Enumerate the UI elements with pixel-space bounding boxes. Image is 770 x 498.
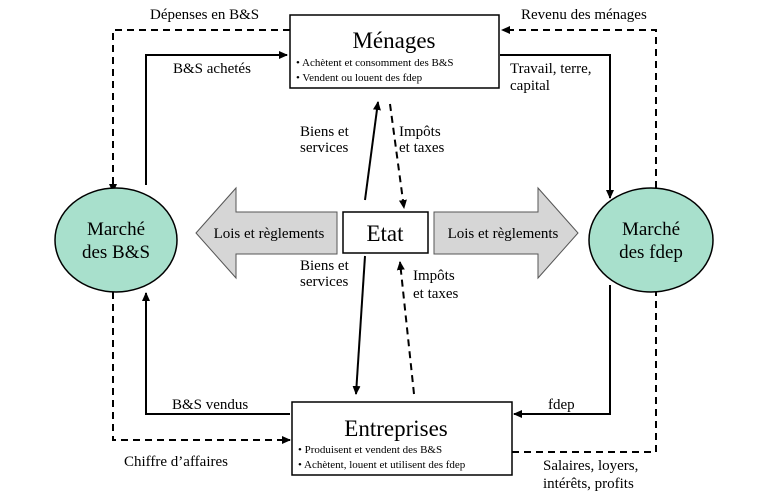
label-revenu: Revenu des ménages: [521, 7, 647, 23]
menages-bullet-1: • Achètent et consomment des B&S: [296, 57, 454, 69]
lois-arrow-right-label: Lois et règlements: [448, 226, 559, 242]
label-chiffre: Chiffre d’affaires: [124, 454, 228, 470]
marche-bs-oval: [54, 187, 178, 293]
label-travail-2: capital: [510, 78, 550, 94]
entreprises-box: [291, 401, 513, 476]
label-fdep: fdep: [548, 397, 575, 413]
label-biens-top-1: Biens et: [300, 124, 350, 140]
label-impots-bottom-2: et taxes: [413, 286, 459, 302]
lois-arrow-left-shape: [195, 186, 338, 280]
label-bs-achetes: B&S achetés: [173, 61, 251, 77]
menages-bullet-2: • Vendent ou louent des fdep: [296, 72, 423, 84]
flow-bs-vendus-line: [142, 292, 290, 415]
flow-salaires-line: [512, 279, 660, 453]
lois-arrow-left-label: Lois et règlements: [214, 226, 325, 242]
flow-travail-line: [500, 54, 614, 199]
label-impots-top-1: Impôts: [399, 124, 441, 140]
marche-bs-line2: des B&S: [82, 242, 150, 263]
marche-fdep-line1: Marché: [622, 219, 680, 240]
flow-revenu-line: [501, 26, 657, 200]
marche-fdep-line2: des fdep: [619, 242, 683, 263]
arrow-menages-to-etat: [389, 103, 407, 209]
arrow-etat-to-menages: [364, 101, 381, 201]
marche-bs-line1: Marché: [87, 219, 145, 240]
flow-chiffre-line: [112, 292, 291, 444]
label-bs-vendus: B&S vendus: [172, 397, 248, 413]
menages-title: Ménages: [352, 28, 435, 53]
marche-fdep-oval: [588, 187, 714, 293]
flow-bs-achetes-line: [145, 51, 288, 185]
label-biens-top-2: services: [300, 140, 348, 156]
etat-title: Etat: [366, 221, 404, 246]
entreprises-bullet-1: • Produisent et vendent des B&S: [298, 444, 442, 456]
arrow-etat-to-entreprises: [352, 255, 366, 395]
label-depenses: Dépenses en B&S: [150, 7, 259, 23]
menages-box: [289, 14, 500, 89]
label-impots-bottom-1: Impôts: [413, 268, 455, 284]
label-salaires-2: intérêts, profits: [543, 476, 634, 492]
entreprises-bullet-2: • Achètent, louent et utilisent des fdep: [298, 459, 466, 471]
entreprises-title: Entreprises: [344, 416, 448, 441]
label-biens-bottom-2: services: [300, 274, 348, 290]
label-travail-1: Travail, terre,: [510, 61, 592, 77]
flow-fdep-line: [513, 285, 611, 418]
arrow-entreprises-to-etat: [396, 261, 415, 395]
label-salaires-1: Salaires, loyers,: [543, 458, 638, 474]
label-biens-bottom-1: Biens et: [300, 258, 350, 274]
lois-arrow-right-shape: [433, 186, 579, 280]
label-impots-top-2: et taxes: [399, 140, 445, 156]
etat-box: [342, 211, 429, 254]
